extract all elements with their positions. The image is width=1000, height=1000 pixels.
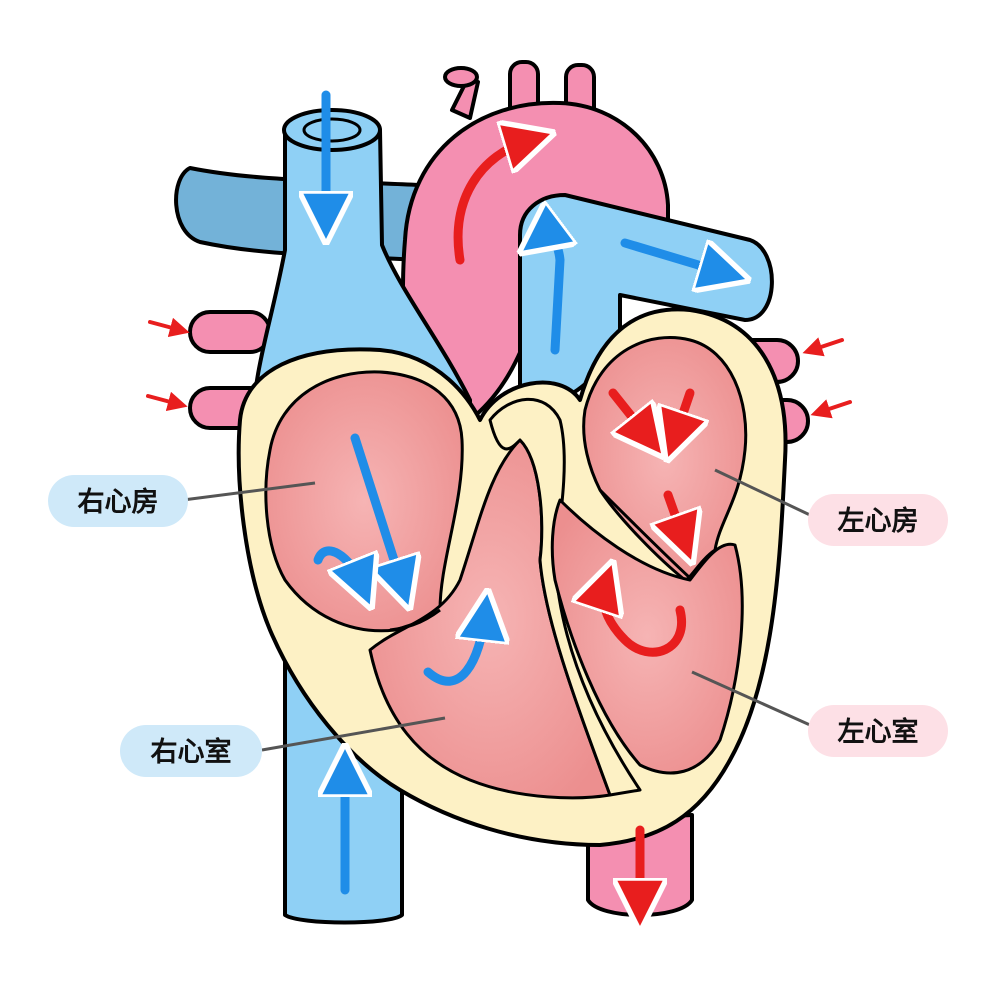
label-left-atrium-text: 左心房: [838, 506, 919, 537]
arrow-la-1: [608, 388, 648, 437]
arrow-aorta-arch: [453, 140, 530, 265]
right-atrium-chamber: [264, 370, 464, 633]
label-left-atrium: 左心房: [808, 494, 948, 546]
label-right-atrium-text: 右心房: [78, 487, 159, 518]
leader-lines: [182, 468, 811, 752]
arrow-pulmonary-up: [540, 236, 560, 355]
label-right-atrium: 右心房: [48, 475, 188, 527]
arrow-lv-curl: [603, 585, 687, 657]
arrow-la-3: [668, 490, 684, 540]
arrow-rv-up: [423, 615, 485, 686]
arrow-ra-down: [350, 433, 402, 585]
label-left-ventricle-text: 左心室: [838, 716, 919, 748]
label-left-ventricle: 左心室: [808, 705, 948, 757]
label-right-ventricle-text: 右心室: [151, 736, 232, 768]
oxygenated-flow-arrows: [453, 140, 690, 905]
arrow-pulmonary-right: [620, 238, 725, 273]
pulmonary-inflow-arrows: [146, 317, 852, 419]
tricuspid-valve: [389, 608, 441, 632]
label-right-ventricle: 右心室: [120, 725, 262, 777]
arrow-ra-curl: [313, 546, 362, 585]
deoxygenated-flow-arrows: [313, 90, 725, 895]
arrow-la-2: [675, 388, 690, 437]
interventricular-septum: [488, 397, 642, 797]
